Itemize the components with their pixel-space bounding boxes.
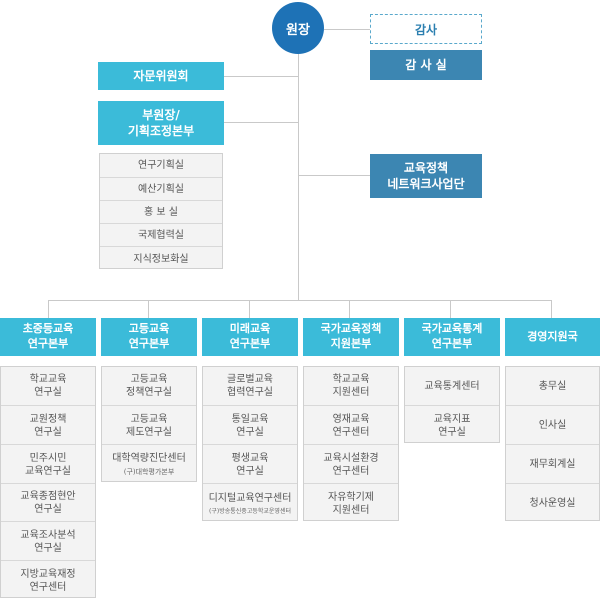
audit-office-node: 감 사 실 <box>370 50 482 80</box>
unit-label: 민주시민 교육연구실 <box>25 452 71 477</box>
unit-former-name: (구)대학평가본부 <box>123 468 175 477</box>
division-bus-line <box>48 300 552 301</box>
unit-cell: 학교교육 지원센터 <box>304 367 398 405</box>
unit-label: 고등교육 정책연구실 <box>126 374 172 398</box>
division-drop-3 <box>249 300 250 318</box>
unit-cell: 교육조사분석 연구실 <box>1 521 95 561</box>
unit-cell: 고등교육 제도연구실 <box>102 405 196 445</box>
unit-label: 교육통계센터 <box>424 380 480 392</box>
division-units-statistics: 교육통계센터 교육지표 연구실 <box>404 366 500 443</box>
unit-label: 디지털교육연구센터 <box>208 492 292 504</box>
unit-label: 통일교육 연구실 <box>231 413 269 438</box>
division-units-k12: 학교교육 연구실 교원정책 연구실 민주시민 교육연구실 교육종점현안 연구실 … <box>0 366 96 598</box>
unit-label: 글로벌교육 협력연구실 <box>227 374 273 398</box>
unit-cell: 총무실 <box>506 367 599 405</box>
network-connector <box>298 175 370 176</box>
unit-label: 청사운영실 <box>529 498 576 509</box>
unit-cell: 평생교육 연구실 <box>203 444 297 484</box>
division-units-higher-ed: 고등교육 정책연구실 고등교육 제도연구실 대학역량진단센터 (구)대학평가본부 <box>101 366 197 482</box>
director-node: 원장 <box>272 2 324 54</box>
unit-cell: 디지털교육연구센터 (구)방송통신중고등학교운영센터 <box>203 483 297 523</box>
division-drop-1 <box>48 300 49 318</box>
unit-label: 학교교육 연구실 <box>29 374 67 398</box>
unit-label: 고등교육 제도연구실 <box>126 413 172 438</box>
advisory-committee-node: 자문위원회 <box>98 62 224 90</box>
division-drop-5 <box>450 300 451 318</box>
division-header-statistics: 국가교육통계 연구본부 <box>404 318 500 356</box>
vice-sub-item: 국제협력실 <box>100 223 222 247</box>
unit-label: 재무회계실 <box>529 459 576 470</box>
advisory-connector <box>224 76 299 77</box>
audit-node: 감사 <box>370 14 482 44</box>
unit-cell: 교원정책 연구실 <box>1 405 95 445</box>
division-header-national-policy: 국가교육정책 지원본부 <box>303 318 399 356</box>
division-units-future-ed: 글로벌교육 협력연구실 통일교육 연구실 평생교육 연구실 디지털교육연구센터 … <box>202 366 298 521</box>
division-drop-6 <box>551 300 552 318</box>
unit-cell: 교육시설환경 연구센터 <box>304 444 398 484</box>
unit-label: 지방교육재정 연구센터 <box>20 568 76 593</box>
division-header-management: 경영지원국 <box>505 318 600 356</box>
trunk-line <box>298 48 299 300</box>
unit-label: 학교교육 지원센터 <box>332 374 370 398</box>
unit-label: 대학역량진단센터 <box>112 453 186 465</box>
division-header-higher-ed: 고등교육 연구본부 <box>101 318 197 356</box>
unit-label: 교육종점현안 연구실 <box>20 491 76 515</box>
division-header-future-ed: 미래교육 연구본부 <box>202 318 298 356</box>
vice-sub-item: 연구기획실 <box>138 160 184 171</box>
vice-sub-list: 연구기획실 예산기획실 홍 보 실 국제협력실 지식정보화실 <box>99 153 223 269</box>
audit-connector <box>324 29 370 30</box>
unit-cell: 대학역량진단센터 (구)대학평가본부 <box>102 444 196 484</box>
division-header-k12: 초중등교육 연구본부 <box>0 318 96 356</box>
unit-label: 교원정책 연구실 <box>29 413 67 438</box>
vice-sub-item: 지식정보화실 <box>100 246 222 271</box>
unit-cell: 고등교육 정책연구실 <box>102 367 196 405</box>
unit-label: 영재교육 연구센터 <box>332 413 370 438</box>
unit-cell: 재무회계실 <box>506 444 599 484</box>
vice-president-node: 부원장/ 기획조정본부 <box>98 101 224 145</box>
unit-cell: 청사운영실 <box>506 483 599 523</box>
unit-cell: 교육지표 연구실 <box>405 405 499 445</box>
division-units-management: 총무실 인사실 재무회계실 청사운영실 <box>505 366 600 521</box>
division-drop-2 <box>148 300 149 318</box>
unit-label: 교육지표 연구실 <box>433 413 471 438</box>
unit-label: 총무실 <box>538 380 567 392</box>
unit-cell: 영재교육 연구센터 <box>304 405 398 445</box>
unit-cell: 지방교육재정 연구센터 <box>1 560 95 600</box>
unit-label: 교육조사분석 연구실 <box>20 529 76 554</box>
vice-connector <box>224 122 299 123</box>
unit-cell: 자유학기제 지원센터 <box>304 483 398 523</box>
unit-label: 평생교육 연구실 <box>231 452 269 477</box>
unit-cell: 교육통계센터 <box>405 367 499 405</box>
network-node: 교육정책 네트워크사업단 <box>370 154 482 198</box>
unit-cell: 교육종점현안 연구실 <box>1 483 95 522</box>
unit-cell: 인사실 <box>506 405 599 445</box>
unit-label: 교육시설환경 연구센터 <box>323 452 379 477</box>
unit-cell: 글로벌교육 협력연구실 <box>203 367 297 405</box>
unit-cell: 민주시민 교육연구실 <box>1 444 95 484</box>
unit-former-name: (구)방송통신중고등학교운영센터 <box>209 507 291 515</box>
unit-cell: 통일교육 연구실 <box>203 405 297 445</box>
vice-sub-item: 홍 보 실 <box>100 200 222 224</box>
unit-label: 자유학기제 지원센터 <box>328 491 374 516</box>
vice-sub-item: 예산기획실 <box>100 177 222 201</box>
unit-label: 인사실 <box>538 420 567 431</box>
division-drop-4 <box>349 300 350 318</box>
unit-cell: 학교교육 연구실 <box>1 367 95 405</box>
division-units-national-policy: 학교교육 지원센터 영재교육 연구센터 교육시설환경 연구센터 자유학기제 지원… <box>303 366 399 521</box>
